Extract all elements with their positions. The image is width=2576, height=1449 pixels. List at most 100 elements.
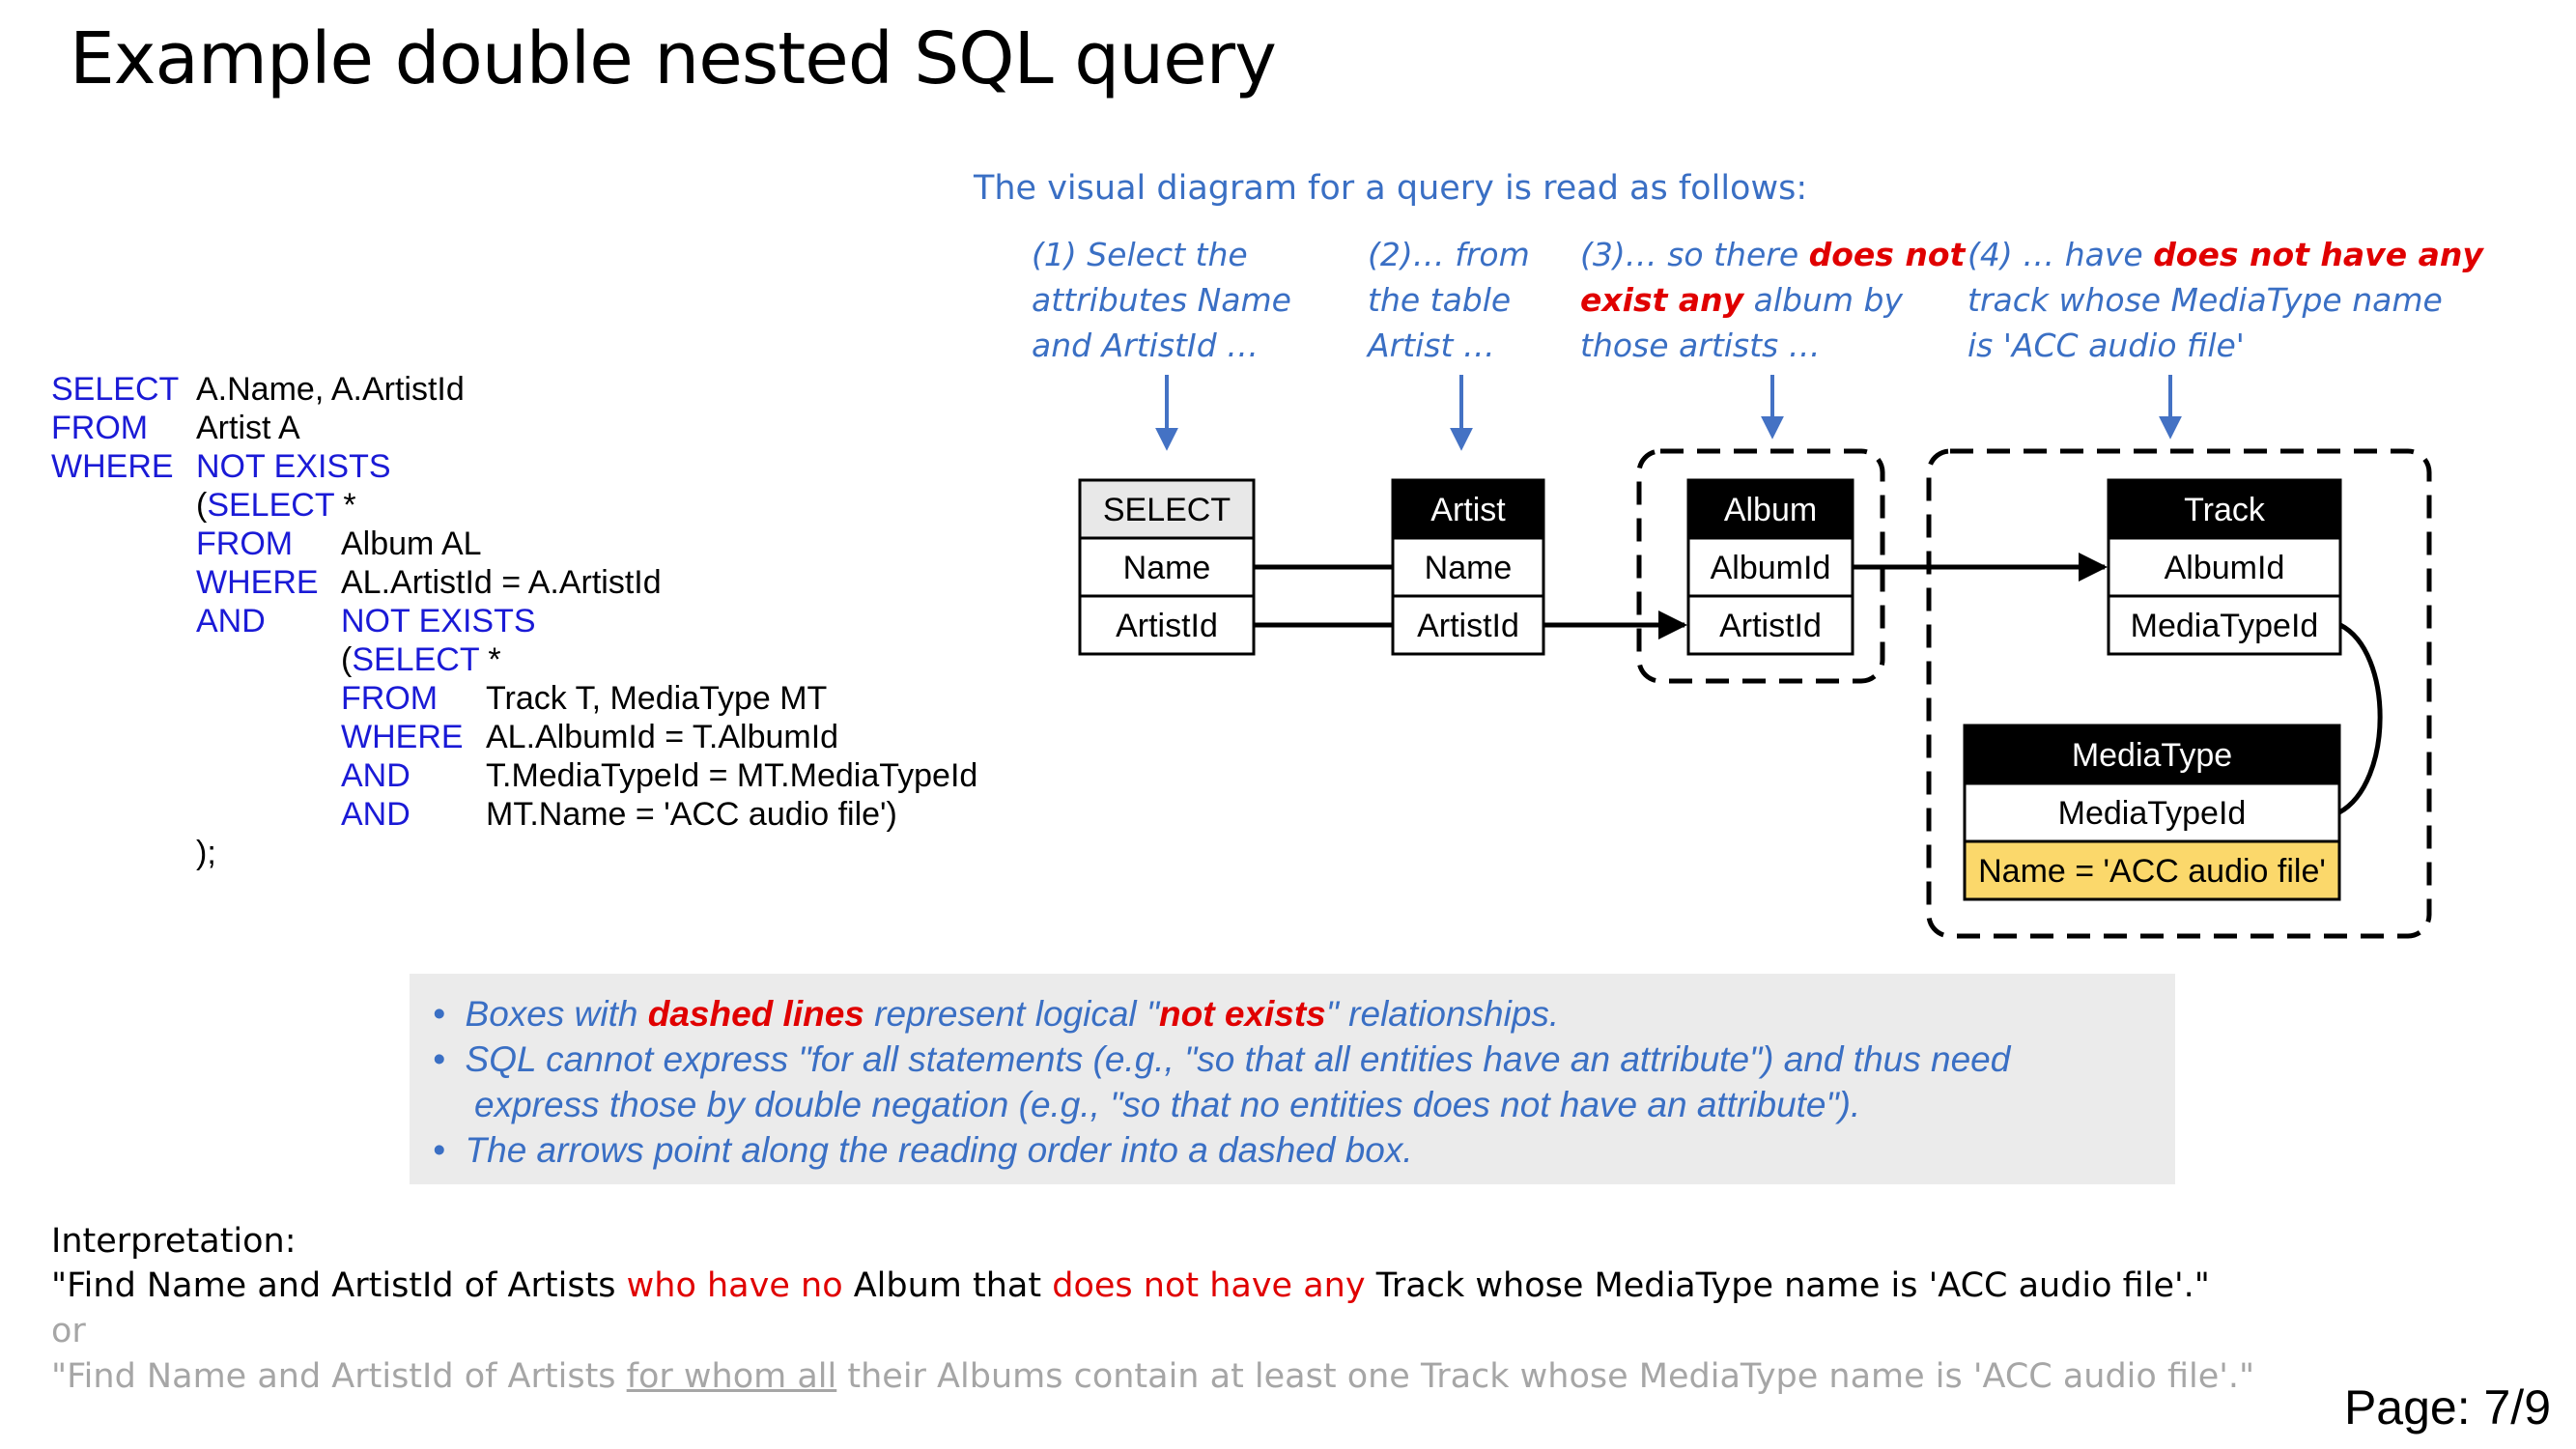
sql-keyword: FROM [196, 526, 294, 562]
table-artist: Artist Name ArtistId [1391, 478, 1545, 656]
table-header: MediaType [2072, 737, 2232, 774]
notes-box [410, 974, 2175, 1184]
step-text: (2)… from [1368, 236, 1530, 273]
step-4-label: (4) … have does not have any track whose… [1967, 232, 2483, 368]
step-emphasis: exist any [1580, 281, 1744, 319]
note-text: " relationships. [1325, 994, 1560, 1034]
step-text: (3)… so there does not [1580, 232, 1965, 277]
sql-keyword: WHERE [341, 719, 464, 755]
table-cell: Name [1123, 550, 1211, 586]
sql-paren: ( [196, 487, 208, 524]
table-mediatype: MediaType MediaTypeId Name = 'ACC audio … [1963, 724, 2341, 901]
sql-text: MT.Name = 'ACC audio file') [486, 796, 897, 833]
interp-text: "Find Name and ArtistId of Artists [51, 1357, 627, 1396]
sql-keyword: FROM [51, 410, 149, 446]
table-cell: ArtistId [1116, 608, 1218, 644]
dashed-box-track [1926, 448, 2432, 939]
table-cell-highlight: Name = 'ACC audio file' [1978, 853, 2326, 890]
bullet: • [433, 1130, 466, 1170]
note-emphasis: not exists [1159, 994, 1326, 1034]
step-emphasis: does not [1808, 236, 1966, 273]
sql-text: A.Name, A.ArtistId [196, 371, 465, 408]
table-cell: AlbumId [2165, 550, 2285, 586]
interpretation-label: Interpretation: [51, 1222, 297, 1261]
note-text: The arrows point along the reading order… [465, 1130, 1413, 1170]
sql-text: T.MediaTypeId = MT.MediaTypeId [486, 757, 978, 794]
interp-underline: for whom all [626, 1357, 837, 1396]
sql-keyword: SELECT [51, 371, 180, 408]
table-cell: MediaTypeId [2131, 608, 2319, 644]
sql-text: Album AL [341, 526, 482, 562]
step-1-label: (1) Select the attributes Name and Artis… [1032, 232, 1291, 368]
sql-keyword: NOT EXISTS [196, 448, 391, 485]
note-text: represent logical " [863, 994, 1160, 1034]
step-2-label: (2)… from the table Artist … [1368, 232, 1530, 368]
note-item: • SQL cannot express "for all statements… [433, 1037, 2010, 1082]
step-text: (4) … have does not have any [1967, 232, 2483, 277]
diagram-caption: The visual diagram for a query is read a… [974, 169, 1808, 208]
sql-keyword: AND [341, 757, 410, 794]
interpretation-or: or [51, 1312, 86, 1350]
step-emphasis: does not have any [2153, 236, 2483, 273]
interp-emphasis: does not have any [1052, 1266, 1366, 1305]
table-header: SELECT [1103, 492, 1231, 528]
interp-text: Track whose MediaType name is 'ACC audio… [1365, 1266, 2210, 1305]
step-text: track whose MediaType name [1967, 281, 2443, 319]
step-text: those artists … [1580, 327, 1821, 364]
note-item: • Boxes with dashed lines represent logi… [433, 991, 1559, 1037]
note-emphasis: dashed lines [647, 994, 864, 1034]
table-cell: MediaTypeId [2058, 795, 2247, 832]
sql-line: (SELECT * [341, 640, 501, 679]
note-text: Boxes with [465, 994, 648, 1034]
sql-keyword: FROM [341, 680, 439, 717]
table-header: Track [2184, 492, 2266, 528]
page-title: Example double nested SQL query [70, 17, 1277, 100]
step-3-label: (3)… so there does not exist any album b… [1580, 232, 1965, 368]
step-text: the table [1368, 281, 1512, 319]
table-cell: AlbumId [1711, 550, 1831, 586]
note-text: SQL cannot express "for all statements (… [465, 1039, 2011, 1079]
step-text: Artist … [1368, 327, 1495, 364]
step-text-part: album by [1743, 281, 1904, 319]
sql-text: Artist A [196, 410, 300, 446]
sql-keyword: AND [341, 796, 410, 833]
dashed-box-album [1636, 448, 1885, 684]
sql-keyword: SELECT [352, 641, 479, 678]
sql-line: (SELECT * [196, 486, 356, 525]
step-text: exist any album by [1580, 277, 1965, 323]
note-item-continued: express those by double negation (e.g., … [474, 1085, 1861, 1124]
table-cell: ArtistId [1719, 608, 1822, 644]
step-text: (1) Select the [1032, 236, 1248, 273]
bullet: • [433, 1039, 466, 1079]
table-cell: ArtistId [1417, 608, 1519, 644]
sql-keyword: WHERE [196, 564, 319, 601]
sql-keyword: SELECT [207, 487, 334, 524]
table-select: SELECT Name ArtistId [1078, 478, 1256, 656]
sql-text: AL.AlbumId = T.AlbumId [486, 719, 839, 755]
step-text: is 'ACC audio file' [1967, 327, 2245, 364]
step-text-part: (4) … have [1967, 236, 2154, 273]
sql-text: Track T, MediaType MT [486, 680, 828, 717]
interpretation-line-1: "Find Name and ArtistId of Artists who h… [51, 1264, 2210, 1308]
step-text: attributes Name [1032, 281, 1291, 319]
step-text: and ArtistId … [1032, 327, 1260, 364]
page-number: Page: 7/9 [2343, 1380, 2551, 1435]
table-album: Album AlbumId ArtistId [1686, 478, 1854, 656]
interp-text: "Find Name and ArtistId of Artists [51, 1266, 627, 1305]
note-item: • The arrows point along the reading ord… [433, 1127, 1413, 1173]
table-header: Artist [1430, 492, 1506, 528]
sql-line-1: SELECT [51, 370, 179, 409]
table-header: Album [1724, 492, 1817, 528]
interp-emphasis: who have no [626, 1266, 843, 1305]
step-text-part: (3)… so there [1580, 236, 1809, 273]
interp-text: their Albums contain at least one Track … [836, 1357, 2255, 1396]
table-cell: Name [1425, 550, 1513, 586]
connector-mediatypeid [2337, 622, 2383, 815]
sql-keyword: AND [196, 603, 266, 639]
interpretation-line-2: "Find Name and ArtistId of Artists for w… [51, 1354, 2254, 1399]
sql-text: ); [196, 835, 216, 871]
sql-text: * [478, 641, 501, 678]
sql-text: * [333, 487, 356, 524]
table-track: Track AlbumId MediaTypeId [2107, 478, 2342, 656]
